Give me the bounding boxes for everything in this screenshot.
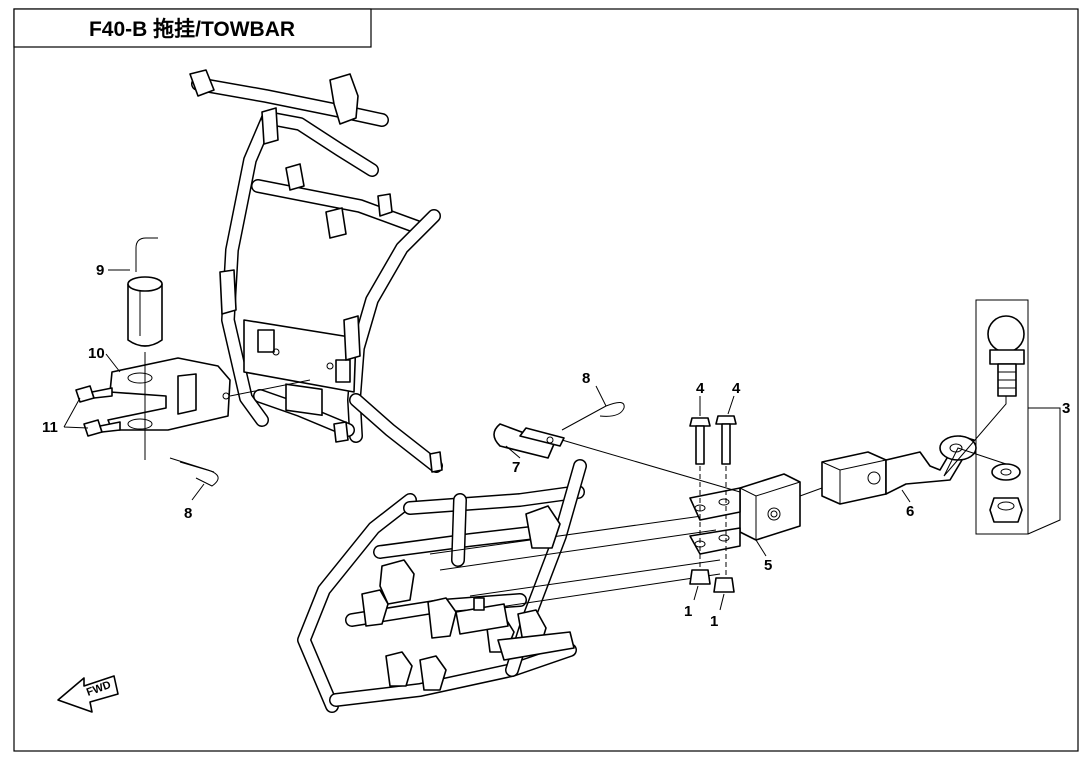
callout-8a: 8	[184, 505, 192, 522]
flange-bolt-part	[689, 415, 737, 465]
callout-3: 3	[1062, 400, 1070, 417]
callout-10: 10	[88, 345, 105, 362]
callout-5: 5	[764, 557, 772, 574]
diagram-border	[13, 8, 1079, 752]
callout-11: 11	[42, 419, 58, 436]
receiver-tube-part	[689, 473, 801, 555]
clevis-bracket-part	[107, 357, 231, 431]
callout-4b: 4	[732, 380, 741, 397]
pin-part	[493, 423, 565, 459]
bolt-part	[75, 385, 121, 437]
page-title: F40-B 拖挂/TOWBAR	[89, 17, 295, 41]
drawbar-part	[821, 435, 977, 505]
callout-1a: 1	[684, 603, 692, 620]
callout-7: 7	[512, 459, 520, 476]
hair-pin-clip-part	[169, 457, 219, 487]
callout-4a: 4	[696, 380, 705, 397]
hitch-pin-part	[127, 237, 163, 347]
callouts: 9 10 11 8 8 7 4 4 5 1 1 6 3	[42, 262, 1070, 630]
callout-1b: 1	[710, 613, 718, 630]
callout-9: 9	[96, 262, 104, 279]
callout-6: 6	[906, 503, 914, 520]
forward-direction-arrow: FWD	[57, 675, 119, 713]
flange-nut-part	[689, 569, 735, 593]
hitch-ball-kit-part	[943, 299, 1029, 535]
title-box	[13, 8, 372, 48]
pin-clip-part	[561, 402, 625, 431]
callout-8b: 8	[582, 370, 590, 387]
rear-frame-part	[189, 69, 443, 473]
front-frame-part	[297, 459, 721, 713]
